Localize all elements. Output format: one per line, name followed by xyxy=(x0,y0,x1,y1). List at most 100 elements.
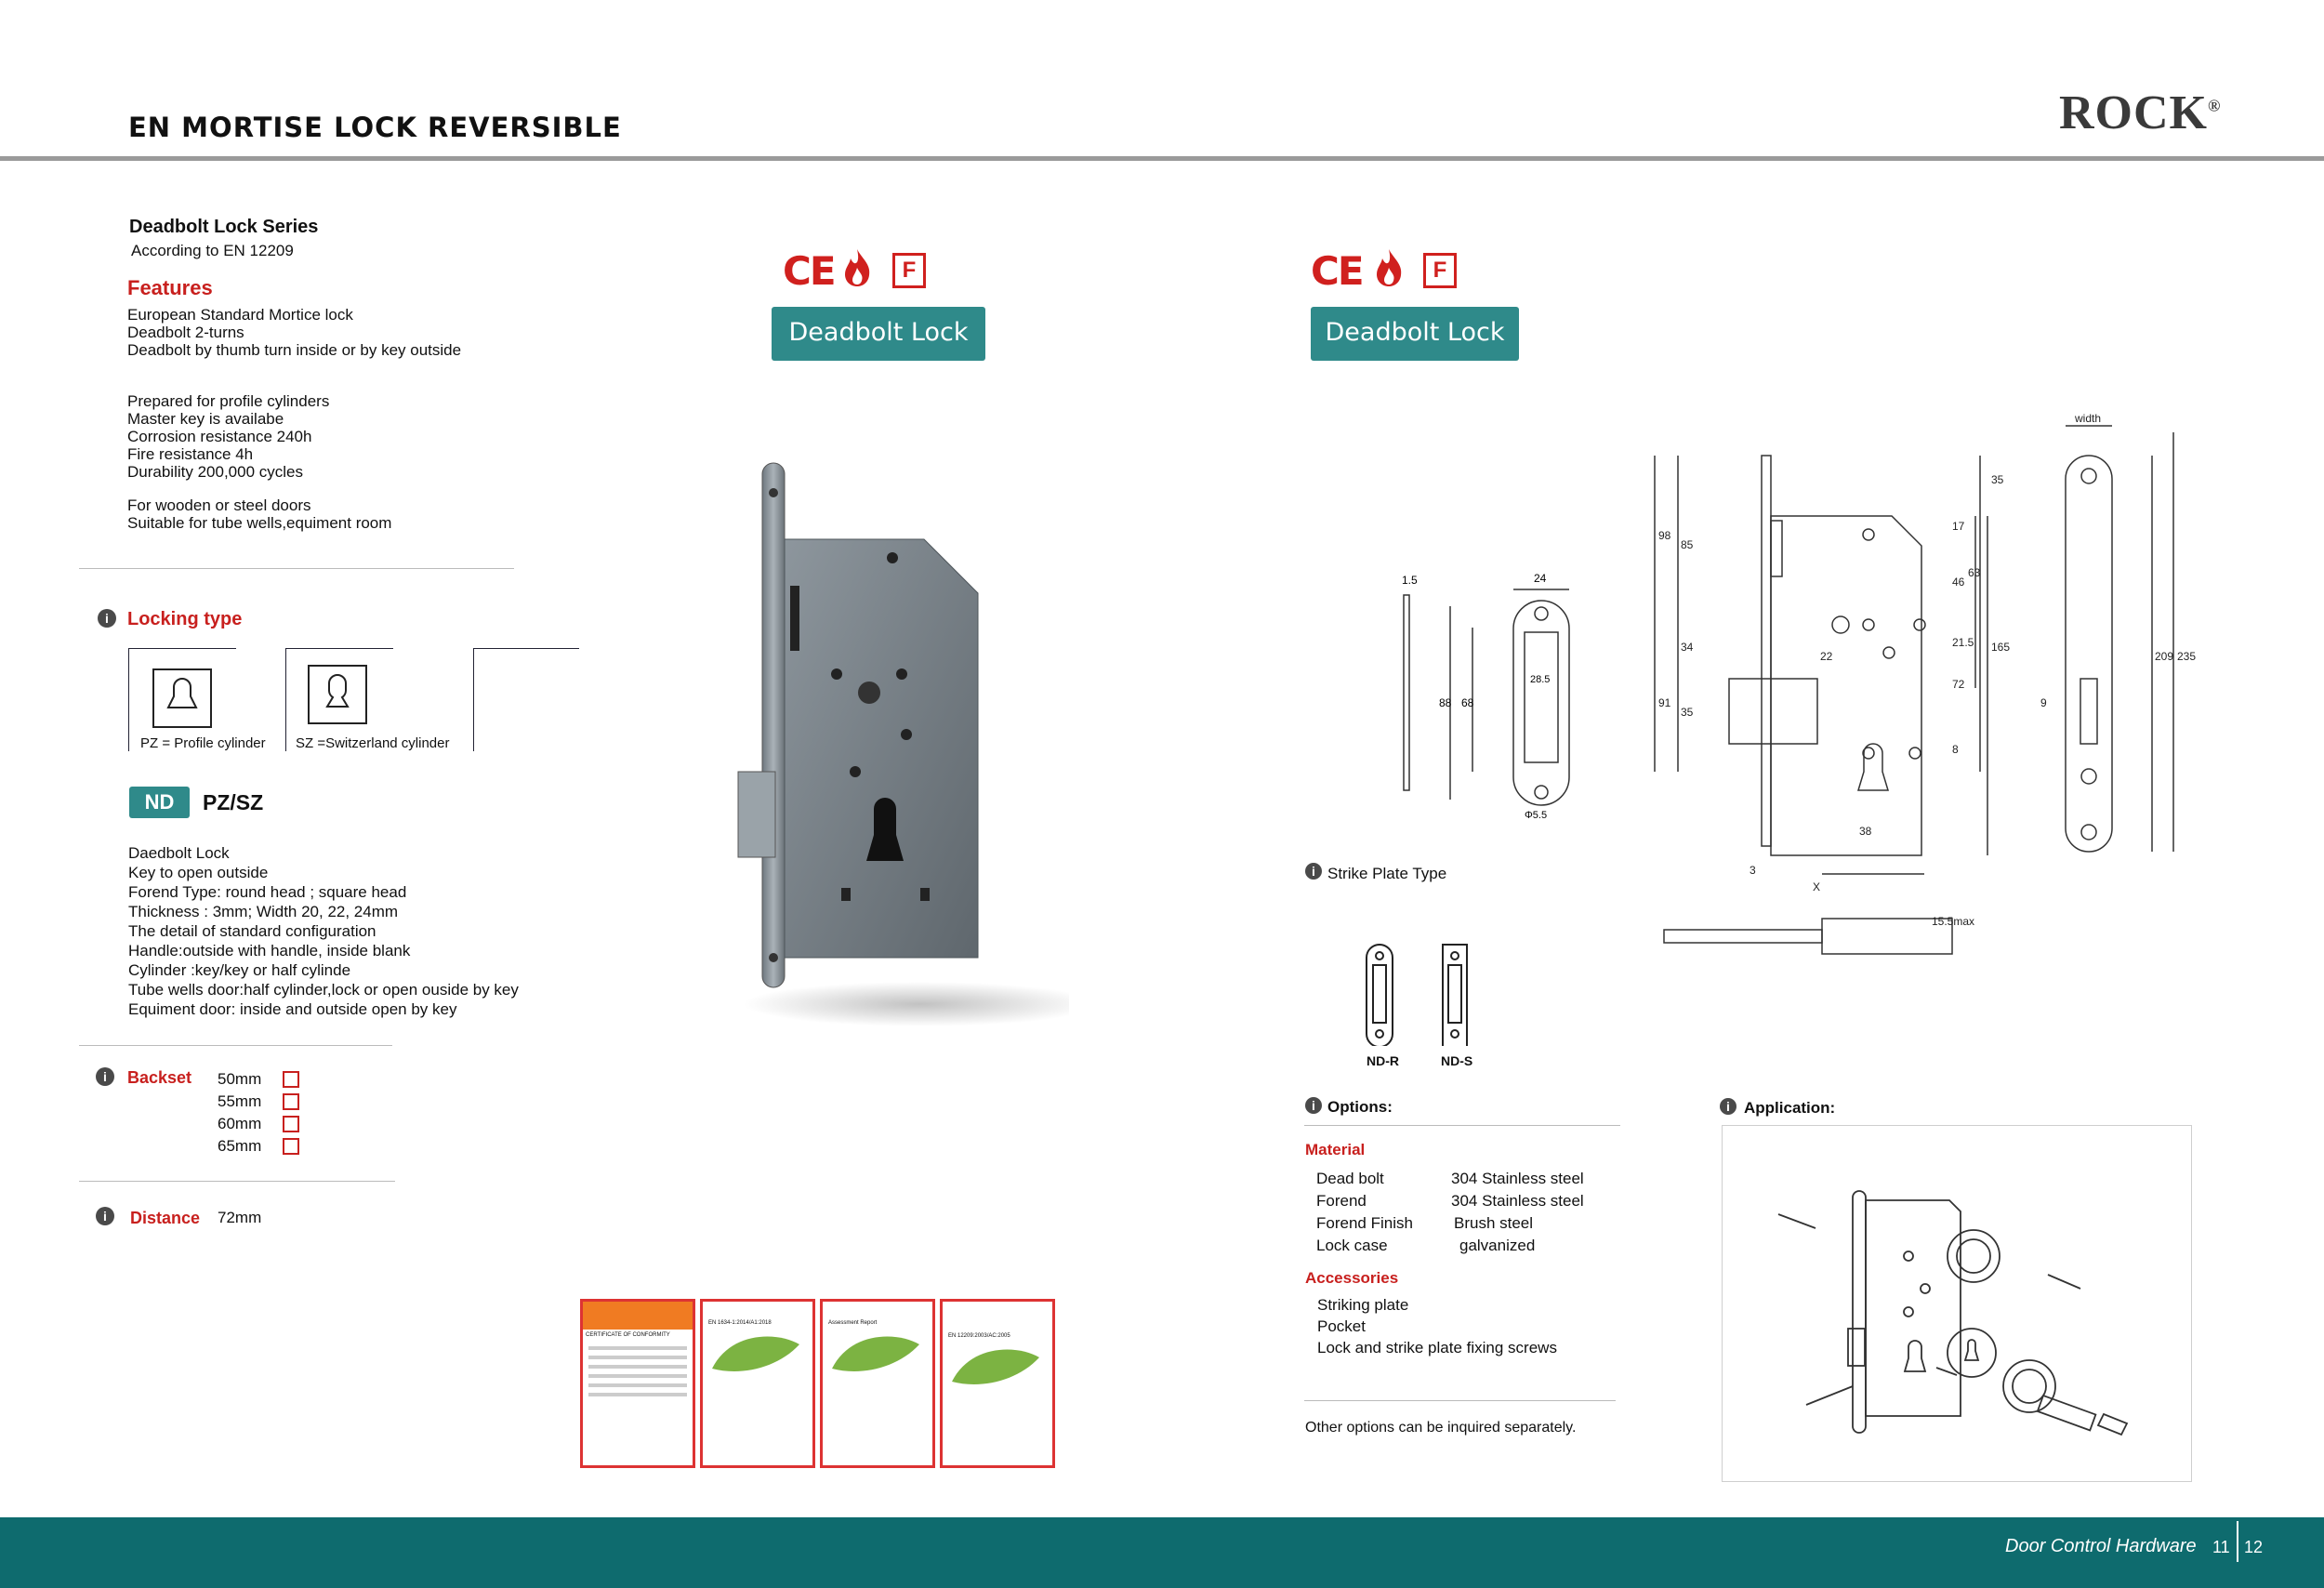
svg-text:34: 34 xyxy=(1681,641,1694,654)
backset-option: 65mm xyxy=(218,1135,299,1158)
leaf-icon xyxy=(832,1336,919,1371)
mortise-lock-product-photo xyxy=(737,462,1069,1026)
svg-text:85: 85 xyxy=(1681,538,1694,551)
section-divider xyxy=(1304,1125,1620,1126)
strike-plate-types xyxy=(1366,944,1468,1046)
svg-text:X: X xyxy=(1813,880,1820,893)
pz-label: PZ = Profile cylinder xyxy=(140,735,266,751)
section-divider xyxy=(79,1045,392,1046)
info-icon: i xyxy=(98,609,116,628)
lock-body-technical-drawing: 98 85 91 35 34 35 22 17 46 63 21.5 72 16… xyxy=(1654,412,2196,955)
checkbox[interactable] xyxy=(283,1093,299,1110)
leaf-icon xyxy=(712,1336,799,1371)
checkbox[interactable] xyxy=(283,1138,299,1155)
strike-label-nd-s: ND-S xyxy=(1441,1053,1473,1068)
features-title: Features xyxy=(127,276,213,299)
certificate-thumbnail[interactable]: EN 1634-1:2014/A1:2018 xyxy=(700,1299,815,1468)
accessories-title: Accessories xyxy=(1305,1269,1399,1287)
svg-text:width: width xyxy=(2074,412,2101,425)
options-title: Options: xyxy=(1327,1098,1393,1116)
svg-text:35: 35 xyxy=(1991,473,2004,486)
svg-text:9: 9 xyxy=(2040,696,2047,709)
backset-option: 60mm xyxy=(218,1113,299,1135)
header-divider xyxy=(0,156,2324,161)
svg-text:165: 165 xyxy=(1991,641,2010,654)
profile-cylinder-icon xyxy=(152,668,212,728)
strike-plate-drawing: 1.5 24 88 68 28.5 Φ5.5 xyxy=(1402,572,1570,821)
certificate-thumbnail[interactable]: Assessment Report xyxy=(820,1299,935,1468)
brand-logo: ROCK® xyxy=(2059,86,2222,139)
svg-text:72: 72 xyxy=(1952,678,1965,691)
svg-text:17: 17 xyxy=(1952,520,1965,533)
section-divider xyxy=(79,568,514,569)
svg-text:1.5: 1.5 xyxy=(1402,574,1418,587)
backset-title: Backset xyxy=(127,1068,192,1087)
svg-text:21.5: 21.5 xyxy=(1952,636,1974,649)
svg-text:38: 38 xyxy=(1859,825,1872,838)
info-icon: i xyxy=(1720,1098,1736,1115)
svg-text:24: 24 xyxy=(1534,572,1547,585)
sz-label: SZ =Switzerland cylinder xyxy=(296,735,450,751)
material-title: Material xyxy=(1305,1141,1366,1158)
svg-text:46: 46 xyxy=(1952,576,1965,589)
svg-text:3: 3 xyxy=(1750,864,1756,877)
footer-title: Door Control Hardware xyxy=(2005,1536,2197,1556)
strike-label-nd-r: ND-R xyxy=(1367,1053,1399,1068)
page-number-left: 11 xyxy=(2212,1538,2230,1556)
backset-options: 50mm 55mm 60mm 65mm xyxy=(218,1068,299,1158)
deadbolt-lock-badge: Deadbolt Lock xyxy=(772,307,985,361)
svg-text:15.5max: 15.5max xyxy=(1932,915,1974,928)
fire-icon xyxy=(845,249,870,286)
page-number-right: 12 xyxy=(2244,1538,2264,1556)
info-icon: i xyxy=(1305,863,1322,880)
svg-text:63: 63 xyxy=(1968,566,1981,579)
checkbox[interactable] xyxy=(283,1116,299,1132)
fire-rating-f-mark: F xyxy=(892,253,926,288)
distance-value: 72mm xyxy=(218,1209,262,1226)
certificate-thumbnail[interactable]: CERTIFICATE OF CONFORMITY xyxy=(580,1299,695,1468)
ce-mark: CE xyxy=(783,248,836,294)
section-divider xyxy=(79,1181,395,1182)
nd-badge: ND xyxy=(129,787,190,818)
nd-text: PZ/SZ xyxy=(203,790,264,814)
svg-text:91: 91 xyxy=(1658,696,1671,709)
svg-text:28.5: 28.5 xyxy=(1530,674,1550,685)
distance-title: Distance xyxy=(130,1209,201,1227)
other-options-note: Other options can be inquired separately… xyxy=(1305,1420,1577,1436)
backset-option: 55mm xyxy=(218,1091,299,1113)
fire-icon xyxy=(1377,249,1402,286)
page-separator xyxy=(2237,1521,2238,1562)
svg-text:88: 88 xyxy=(1439,696,1452,709)
leaf-icon xyxy=(952,1349,1039,1384)
backset-option: 50mm xyxy=(218,1068,299,1091)
info-icon: i xyxy=(1305,1097,1322,1114)
svg-text:209: 209 xyxy=(2155,650,2173,663)
application-title: Application: xyxy=(1744,1099,1836,1117)
footer-bar xyxy=(0,1517,2324,1588)
strike-plate-title: Strike Plate Type xyxy=(1327,865,1447,882)
info-icon: i xyxy=(96,1067,114,1086)
checkbox[interactable] xyxy=(283,1071,299,1088)
svg-text:35: 35 xyxy=(1681,706,1694,719)
sz-cylinder-box: SZ =Switzerland cylinder xyxy=(285,648,449,751)
page-title: EN MORTISE LOCK REVERSIBLE xyxy=(128,112,622,143)
swiss-cylinder-icon xyxy=(308,665,367,724)
pz-cylinder-box: PZ = Profile cylinder xyxy=(128,648,266,751)
application-diagram-card xyxy=(1722,1125,2192,1482)
svg-text:98: 98 xyxy=(1658,529,1671,542)
blank-cylinder-box xyxy=(473,648,579,751)
section-divider xyxy=(1304,1400,1616,1401)
ce-mark: CE xyxy=(1311,248,1364,294)
svg-text:235: 235 xyxy=(2177,650,2196,663)
certificate-thumbnail[interactable]: EN 12209:2003/AC:2005 xyxy=(940,1299,1055,1468)
exploded-lock-assembly-drawing xyxy=(1777,1190,2129,1436)
